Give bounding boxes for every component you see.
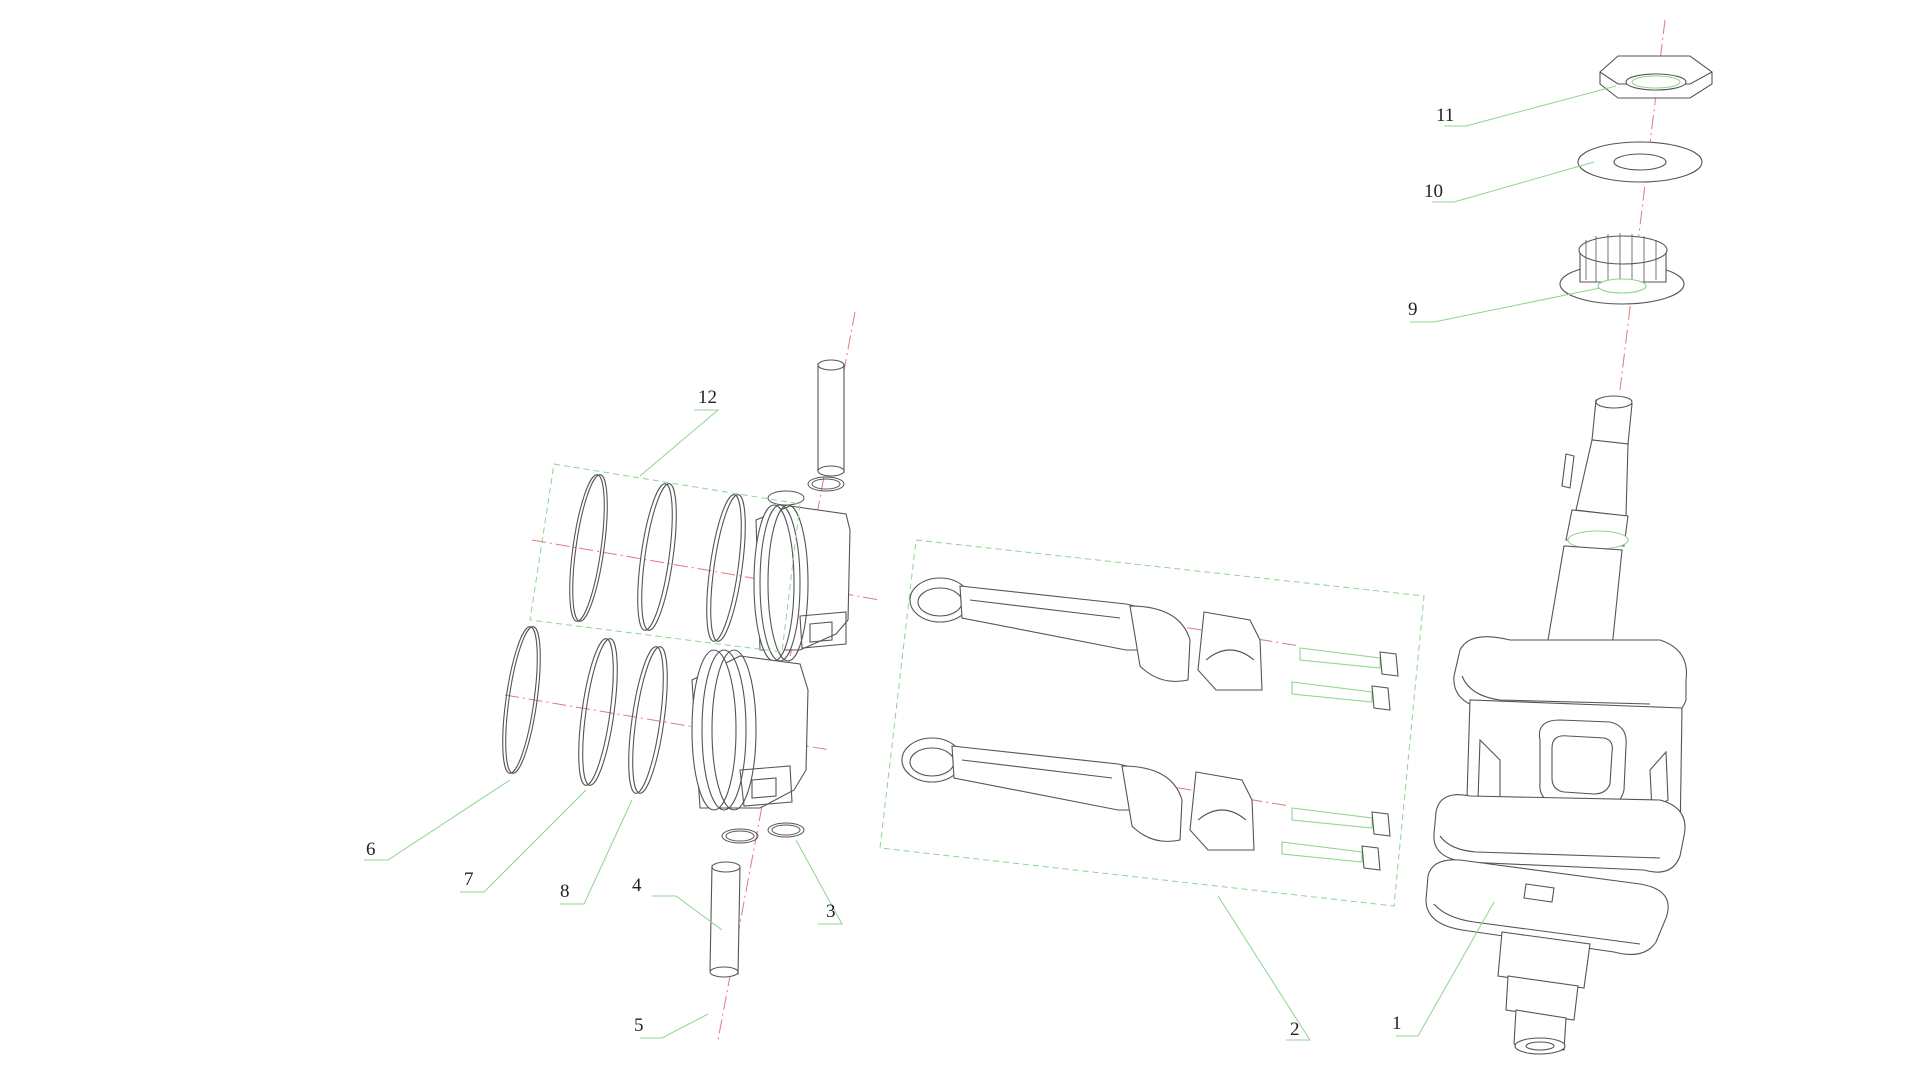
circlip-upper (767, 476, 845, 506)
piston-lower (691, 649, 809, 811)
callout-11: 11 (1436, 105, 1455, 126)
callout-4: 4 (632, 875, 642, 896)
crankshaft-part-1 (1425, 395, 1688, 1055)
piston-rings-upper (569, 474, 746, 642)
callout-8: 8 (560, 881, 570, 902)
leader-lines (364, 85, 1617, 1041)
bolts-lower (1281, 807, 1391, 871)
callout-2: 2 (1290, 1019, 1300, 1040)
callout-1: 1 (1392, 1013, 1402, 1034)
callout-7: 7 (464, 869, 474, 890)
crankshaft-axis (1619, 19, 1666, 391)
connecting-rod-group-box (879, 539, 1425, 907)
piston-pin-lower (709, 861, 741, 978)
circlip-lower (721, 822, 805, 844)
callout-10: 10 (1424, 181, 1443, 202)
washer-part-10 (1577, 141, 1703, 183)
sprocket-part-9 (1559, 233, 1685, 305)
piston-pin-upper (817, 359, 845, 477)
callout-9: 9 (1408, 299, 1418, 320)
callout-3: 3 (826, 901, 836, 922)
callout-6: 6 (366, 839, 376, 860)
callout-5: 5 (634, 1015, 644, 1036)
ring-set-group-box (529, 463, 801, 653)
connecting-rod-upper (909, 577, 1263, 691)
bolts-upper (1291, 647, 1399, 711)
piston-rings-lower (502, 626, 668, 794)
hex-nut-part-11 (1599, 55, 1713, 99)
callout-12: 12 (698, 387, 717, 408)
connecting-rod-lower (901, 737, 1255, 851)
piston-upper (753, 504, 851, 662)
